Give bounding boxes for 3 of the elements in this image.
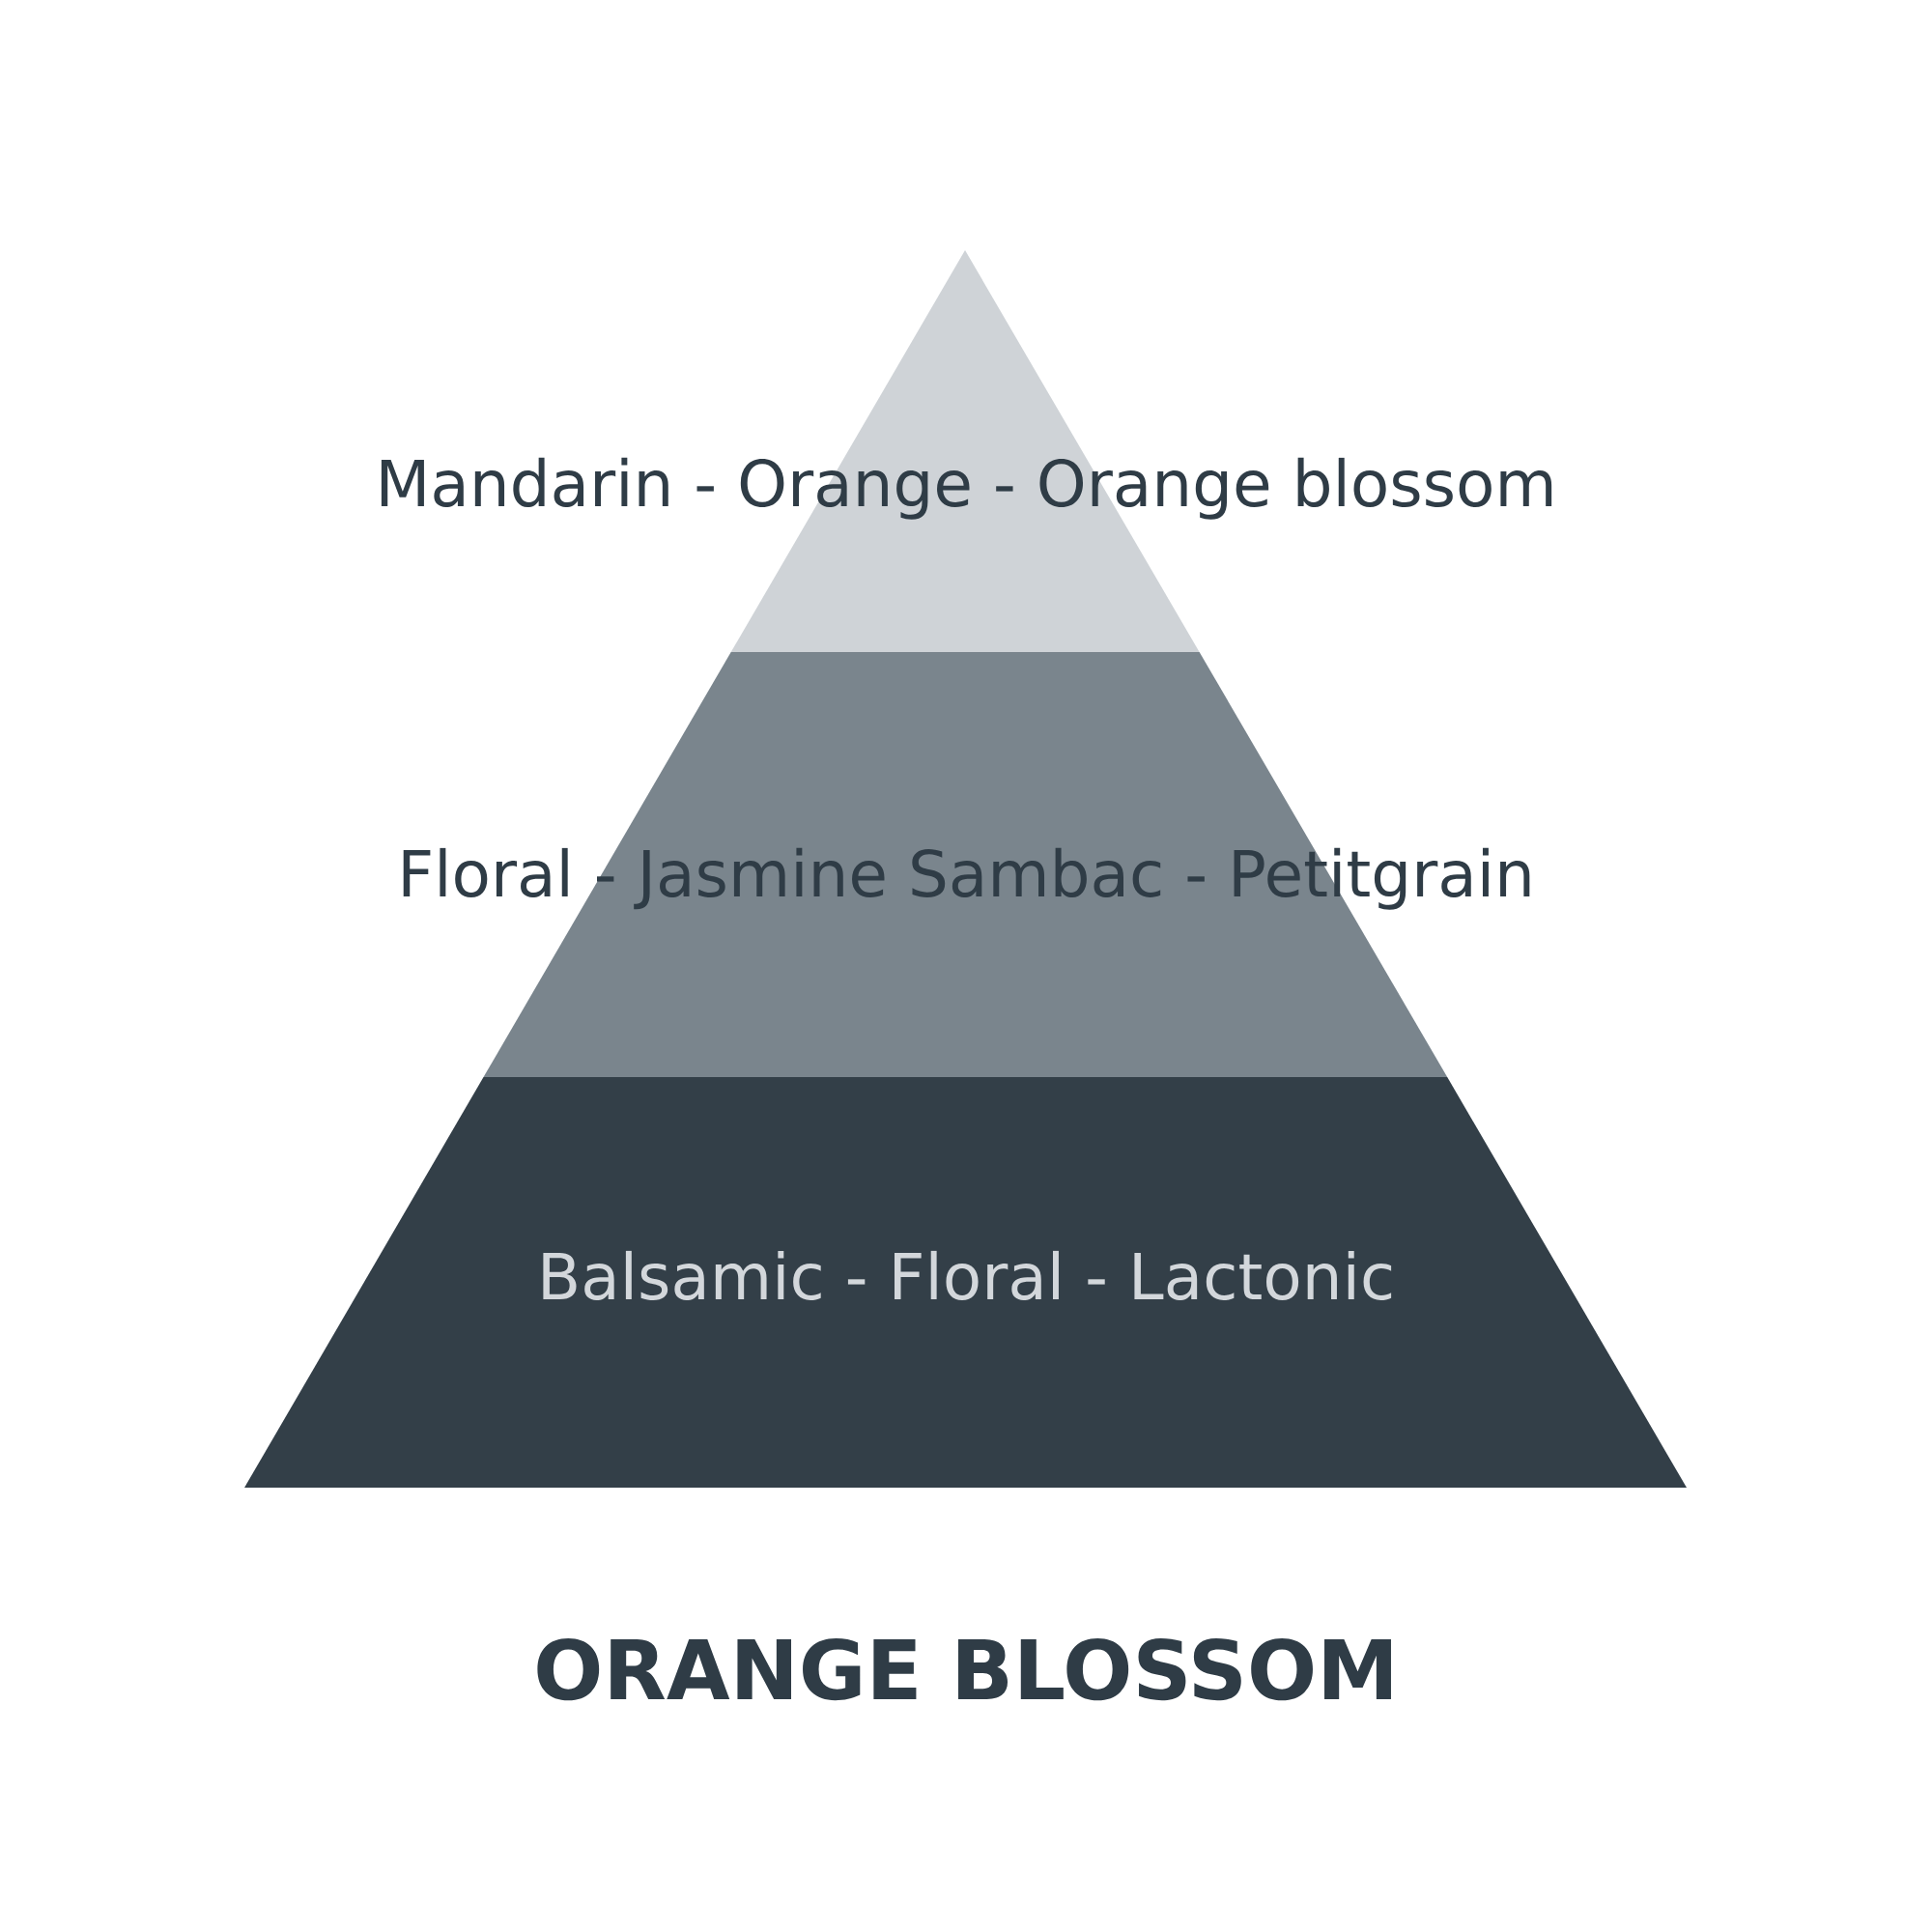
pyramid-tier: Mandarin - Orange - Orange blossom: [381, 250, 1552, 652]
pyramid-tier: Balsamic - Floral - Lactonic: [244, 1077, 1687, 1488]
title: ORANGE BLOSSOM: [537, 1637, 1391, 1701]
